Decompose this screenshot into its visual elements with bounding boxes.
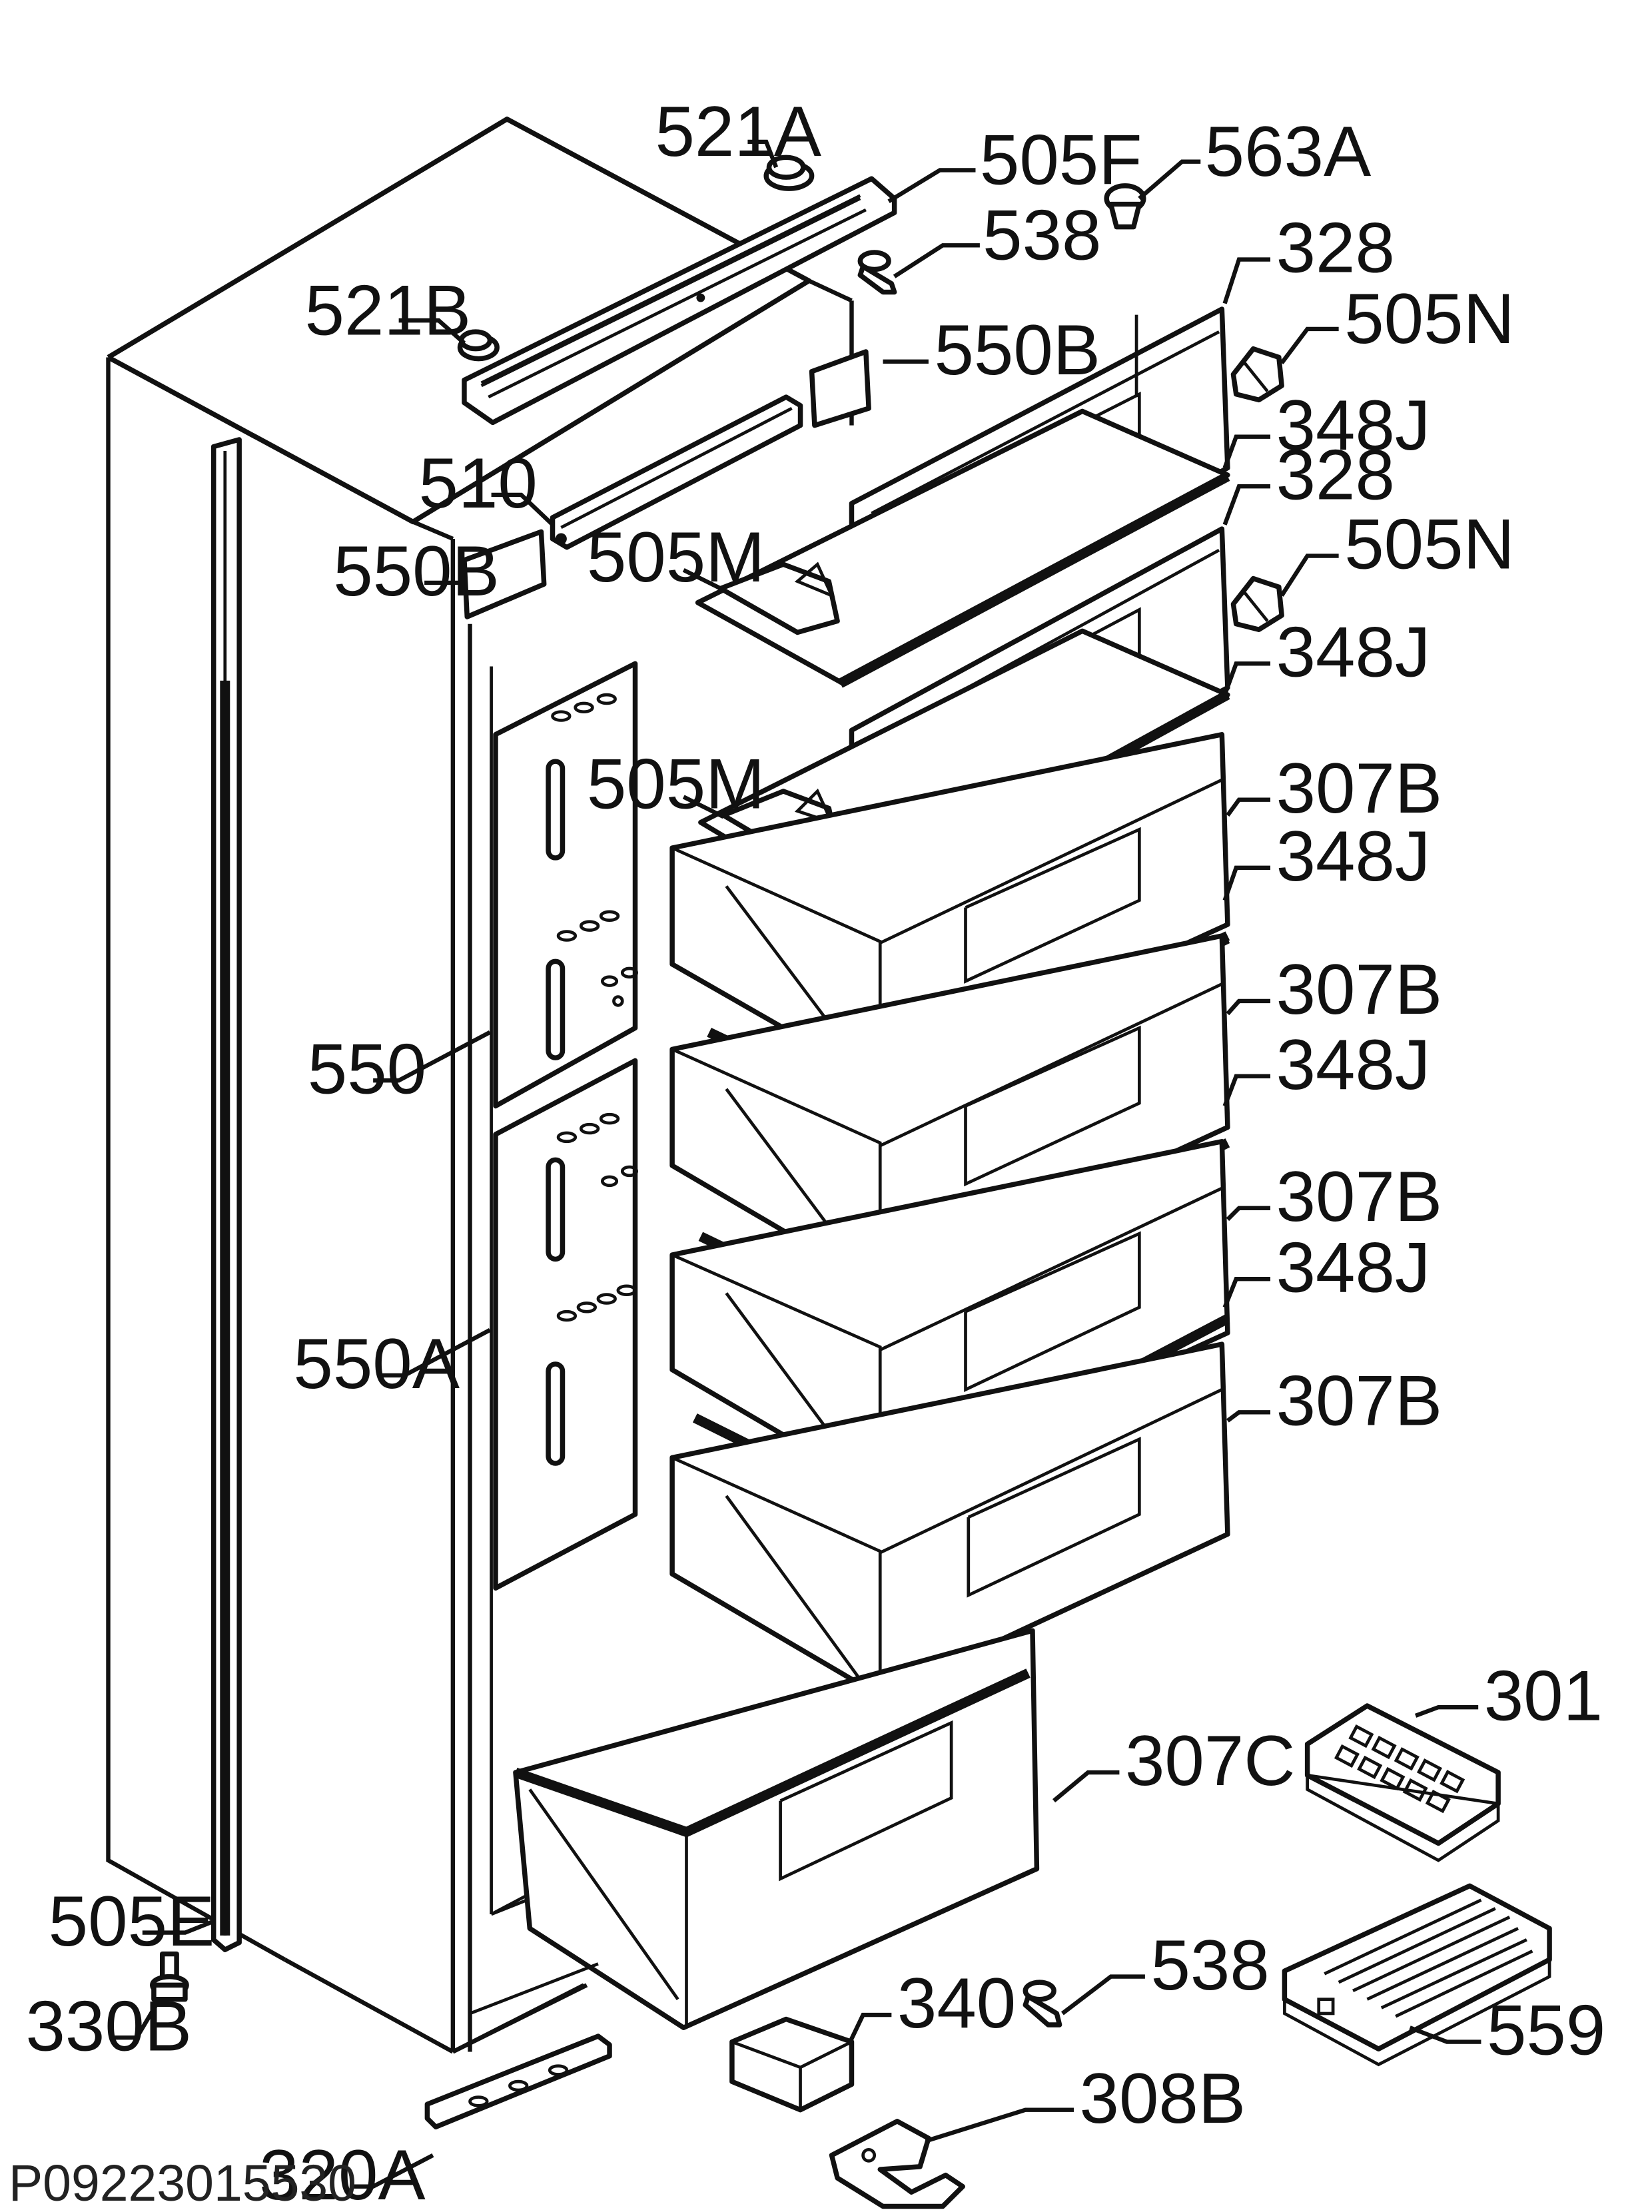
label-505M-b: 505M — [587, 744, 765, 824]
channel-510 — [550, 394, 803, 550]
label-521B: 521B — [305, 270, 472, 350]
label-307B-c: 307B — [1276, 1156, 1443, 1236]
label-538-top: 538 — [983, 195, 1101, 275]
cover-550B-left — [462, 529, 547, 619]
ice-tray-301 — [1304, 1703, 1501, 1862]
panel-550A — [493, 1058, 639, 1591]
hinge-clip-505N-1 — [1230, 346, 1284, 403]
rail-320A — [424, 1962, 612, 2129]
label-505N-a: 505N — [1344, 278, 1515, 358]
part-labels: 521A 505F 563A 538 328 521B 505N 550B 34… — [9, 91, 1606, 2212]
label-563A: 563A — [1205, 111, 1372, 191]
drawer-307C — [513, 1628, 1040, 2030]
label-550B-left: 550B — [333, 531, 500, 611]
cold-pack-559 — [1282, 1883, 1552, 2067]
label-538-bottom: 538 — [1150, 1925, 1269, 2005]
hinge-clip-505N-2 — [1230, 575, 1284, 632]
label-559: 559 — [1487, 1990, 1605, 2070]
label-320A: 320A — [259, 2135, 426, 2212]
label-308B: 308B — [1080, 2058, 1246, 2138]
label-307B-d: 307B — [1276, 1361, 1443, 1441]
label-330B: 330B — [25, 1986, 192, 2066]
label-521A: 521A — [655, 91, 821, 171]
label-550: 550 — [308, 1029, 426, 1109]
label-348J-a: 348J — [1276, 385, 1431, 465]
label-550B-right: 550B — [934, 310, 1100, 390]
cabinet-body — [106, 117, 854, 2054]
label-328-b: 328 — [1276, 435, 1395, 515]
cover-550B-right — [809, 349, 871, 428]
adjustable-foot-330B — [150, 1951, 189, 2002]
leader-lines — [114, 139, 1481, 2189]
label-307C: 307C — [1125, 1720, 1296, 1800]
label-505E: 505E — [49, 1881, 215, 1961]
label-505F: 505F — [980, 120, 1142, 200]
door-seal-505E — [210, 437, 242, 1952]
label-328-a: 328 — [1276, 208, 1395, 288]
knob-563A — [1104, 183, 1146, 230]
label-550A: 550A — [293, 1323, 460, 1403]
top-cover-505F — [462, 176, 897, 426]
label-340: 340 — [897, 1963, 1016, 2043]
label-307B-b: 307B — [1276, 949, 1443, 1029]
label-301: 301 — [1484, 1655, 1603, 1735]
label-348J-d: 348J — [1276, 1024, 1431, 1104]
pin-538-bottom — [1023, 1980, 1062, 2028]
panel-550 — [493, 661, 639, 1109]
pin-538-top — [857, 250, 897, 295]
label-348J-c: 348J — [1276, 816, 1431, 896]
block-340 — [729, 2016, 855, 2113]
label-510: 510 — [419, 443, 538, 523]
footer-code: P09223015530 — [9, 2155, 356, 2212]
label-505N-b: 505N — [1344, 504, 1515, 584]
label-307B-a: 307B — [1276, 748, 1443, 828]
hinge-cap-521A — [763, 155, 815, 191]
label-348J-e: 348J — [1276, 1228, 1431, 1307]
hinge-308B — [829, 2119, 965, 2209]
label-505M-a: 505M — [587, 517, 765, 597]
hinge-bracket-505M-1 — [718, 561, 840, 635]
label-348J-b: 348J — [1276, 612, 1431, 692]
drawer-307B-4 — [669, 1341, 1230, 1698]
